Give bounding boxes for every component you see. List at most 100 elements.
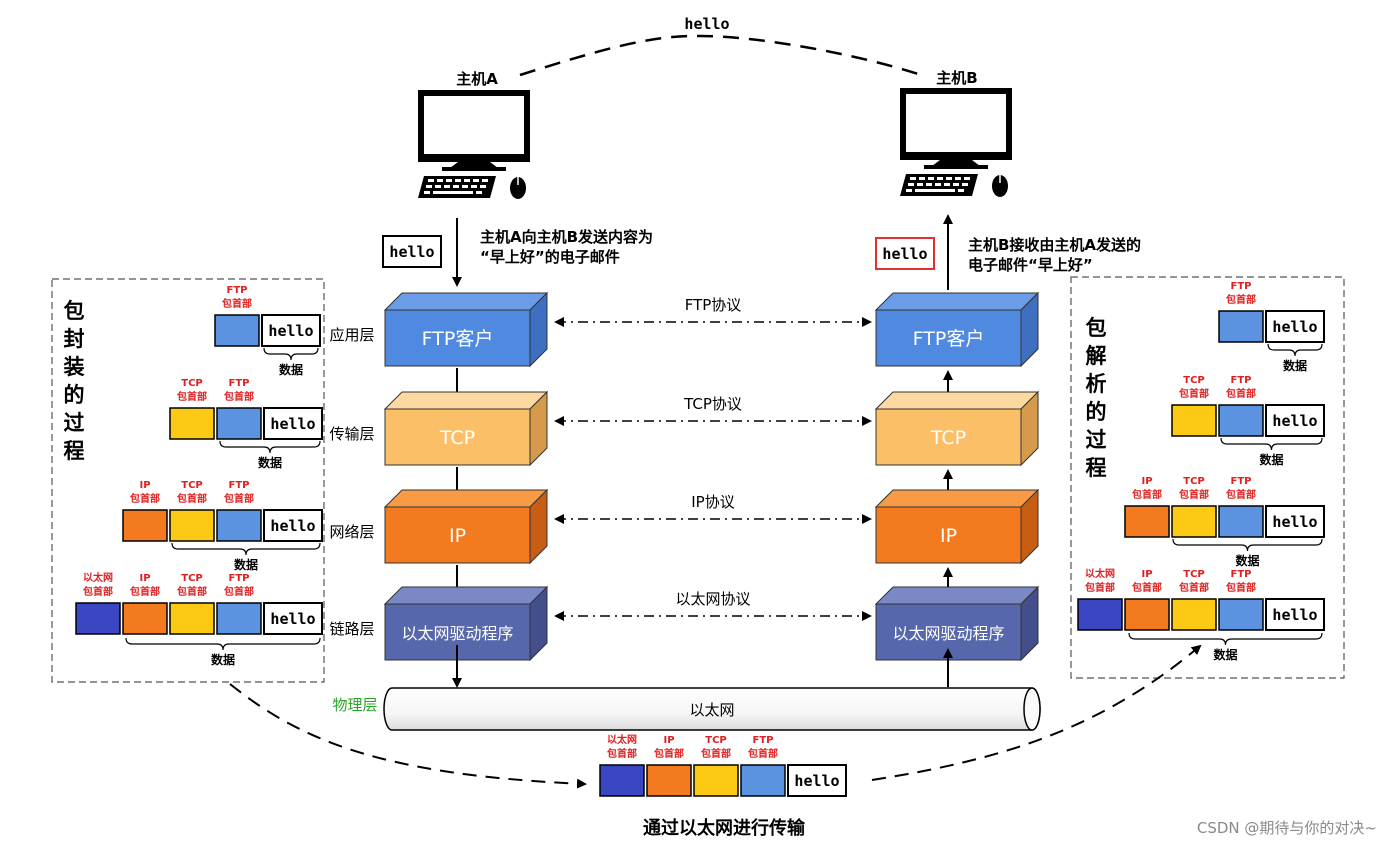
host-b-layer-box-label-1: TCP — [930, 427, 966, 449]
encap-packet-ip-ftp-header — [216, 509, 262, 542]
encap-packet-eth-payload-text: hello — [270, 610, 315, 628]
encap-packet-ftp-payload — [261, 314, 321, 347]
decap-packet-tcp-data-label: 数据 — [1259, 452, 1283, 467]
decap-packet-ip-payload — [1265, 505, 1325, 538]
decap-packet-ip-ftp-header-label-bottom: 包首部 — [1226, 488, 1256, 501]
decapsulation-panel — [1070, 276, 1345, 679]
decap-packet-eth-tcp-header-label-top: TCP — [1183, 569, 1205, 580]
encap-packet-eth-ip-header — [122, 602, 168, 635]
decap-packet-eth-eth-header-label-top: 以太网 — [1085, 567, 1115, 580]
encap-packet-tcp-ftp-header-label-bottom: 包首部 — [224, 390, 254, 403]
encap-packet-ftp-payload-text: hello — [268, 322, 313, 340]
decap-packet-ip-tcp-header — [1171, 505, 1217, 538]
decap-packet-tcp-ftp-header — [1218, 404, 1264, 437]
host-a-layer-box-3: 以太网驱动程序 — [383, 585, 549, 662]
transit-packet-eth-header-label-bottom: 包首部 — [607, 747, 637, 760]
decap-packet-ip-tcp-header-label-top: TCP — [1183, 476, 1205, 487]
host-b-layer-box-label-3: 以太网驱动程序 — [892, 624, 1004, 643]
host-a-layer-box-1: TCP — [383, 390, 549, 467]
encap-packet-eth-tcp-header-label-bottom: 包首部 — [177, 585, 207, 598]
layer-name-3: 链路层 — [329, 620, 374, 638]
decap-packet-eth-payload-text: hello — [1272, 606, 1317, 624]
decap-packet-eth-tcp-header — [1171, 598, 1217, 631]
encapsulation-panel — [51, 278, 325, 683]
decap-packet-tcp-ftp-header-label-top: FTP — [1231, 375, 1252, 386]
host-a-message-text: hello — [389, 243, 434, 261]
host-a-layer-box-0: FTP客户 — [383, 291, 549, 368]
csdn-watermark: CSDN @期待与你的对决~ — [1197, 819, 1377, 837]
decap-packet-tcp-payload — [1265, 404, 1325, 437]
host-b-layer-box-label-0: FTP客户 — [913, 328, 985, 350]
decap-packet-ip-ip-header — [1124, 505, 1170, 538]
protocol-label-3: 以太网协议 — [675, 590, 750, 608]
encap-packet-ip-tcp-header-label-bottom: 包首部 — [177, 492, 207, 505]
encap-packet-tcp-payload — [263, 407, 323, 440]
encap-packet-ip-tcp-header — [169, 509, 215, 542]
decap-packet-ip-ip-header-label-top: IP — [1141, 476, 1152, 487]
decap-packet-ftp-ftp-header — [1218, 310, 1264, 343]
host-a-layer-box-label-0: FTP客户 — [422, 328, 494, 350]
encap-title-char-4: 过 — [64, 411, 85, 435]
decap-packet-eth-data-label: 数据 — [1213, 647, 1237, 662]
top-hello-label: hello — [684, 15, 729, 33]
transit-packet-payload — [787, 764, 847, 797]
decap-title-char-4: 过 — [1086, 428, 1107, 452]
encap-packet-eth-eth-header-label-top: 以太网 — [83, 571, 113, 584]
decap-packet-tcp-tcp-header — [1171, 404, 1217, 437]
encap-packet-eth-tcp-header-label-top: TCP — [181, 573, 203, 584]
decap-title-char-5: 程 — [1086, 456, 1107, 480]
layer-name-1: 传输层 — [329, 425, 374, 443]
host-b-layer-box-label-2: IP — [940, 525, 957, 547]
host-b-layer-box-3: 以太网驱动程序 — [874, 585, 1040, 662]
encapsulation-title: 包 封 装 的 过 程 — [64, 299, 85, 463]
decap-packet-tcp-tcp-header-label-bottom: 包首部 — [1179, 387, 1209, 400]
encap-packet-ip-ftp-header-label-top: FTP — [229, 480, 250, 491]
host-a-layer-box-2: IP — [383, 488, 549, 565]
transit-packet-ftp-header-label-top: FTP — [753, 735, 774, 746]
encap-packet-eth-eth-header — [75, 602, 121, 635]
decap-packet-eth-eth-header-label-bottom: 包首部 — [1085, 581, 1115, 594]
decap-packet-eth-ip-header-label-top: IP — [1141, 569, 1152, 580]
encap-packet-ip-ip-header — [122, 509, 168, 542]
encap-packet-tcp-payload-text: hello — [270, 415, 315, 433]
encap-title-char-0: 包 — [64, 299, 85, 323]
transmission-caption: 通过以太网进行传输 — [643, 817, 806, 839]
hello-connection-curve — [519, 34, 919, 77]
decap-packet-ip-data-brace — [1172, 538, 1323, 552]
host-b-action-line2: 电子邮件“早上好” — [968, 256, 1093, 274]
decap-title-char-3: 的 — [1086, 400, 1107, 424]
transit-packet-ip-header — [646, 764, 692, 797]
host-a-message: hello — [382, 235, 442, 268]
encap-packet-eth-ftp-header-label-top: FTP — [229, 573, 250, 584]
host-a-action-line1: 主机A向主机B发送内容为 — [480, 228, 653, 246]
decap-packet-eth-ip-header-label-bottom: 包首部 — [1132, 581, 1162, 594]
encap-packet-ip-data-label: 数据 — [234, 557, 258, 572]
decap-packet-ftp-payload — [1265, 310, 1325, 343]
encap-packet-ip-payload-text: hello — [270, 517, 315, 535]
encap-packet-ip-tcp-header-label-top: TCP — [181, 480, 203, 491]
host-a-layer-box-label-2: IP — [449, 525, 466, 547]
encap-title-char-1: 封 — [64, 327, 85, 351]
encap-packet-ftp-ftp-header-label-top: FTP — [227, 285, 248, 296]
encap-packet-tcp-data-brace — [219, 440, 321, 454]
transit-packet-payload-text: hello — [794, 772, 839, 790]
transit-packet-ftp-header-label-bottom: 包首部 — [748, 747, 778, 760]
decap-packet-tcp-data-brace — [1220, 437, 1323, 451]
encap-title-char-3: 的 — [64, 383, 85, 407]
transit-packet-tcp-header-label-top: TCP — [705, 735, 727, 746]
host-a-title: 主机A — [456, 70, 498, 88]
host-b-layer-box-1: TCP — [874, 390, 1040, 467]
decap-packet-eth-ip-header — [1124, 598, 1170, 631]
decap-packet-ip-payload-text: hello — [1272, 513, 1317, 531]
encap-title-char-5: 程 — [64, 439, 85, 463]
host-a-action-line2: “早上好”的电子邮件 — [480, 248, 620, 266]
host-a-layer-box-label-3: 以太网驱动程序 — [401, 624, 513, 643]
encap-packet-eth-ip-header-label-bottom: 包首部 — [130, 585, 160, 598]
